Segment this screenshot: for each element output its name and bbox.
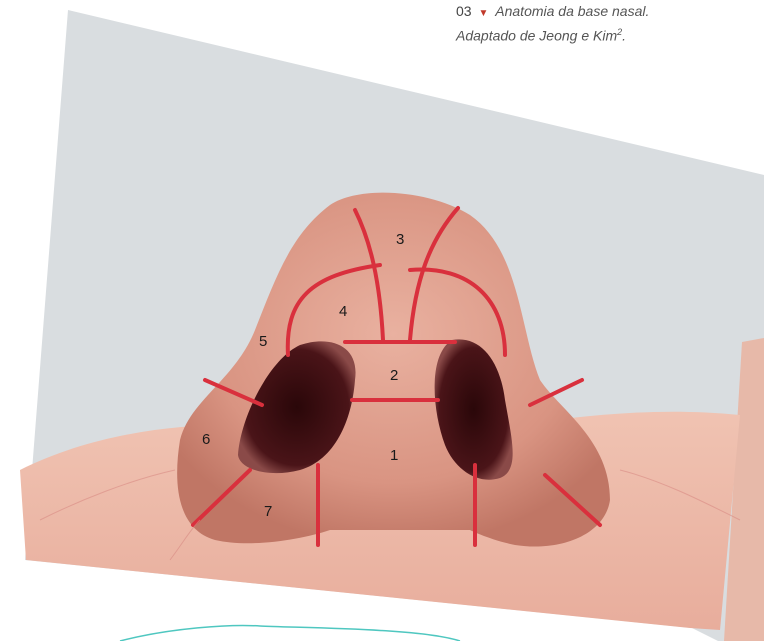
region-label-6: 6	[202, 431, 210, 448]
region-label-7: 7	[264, 503, 272, 520]
region-label-3: 3	[396, 231, 404, 248]
region-label-4: 4	[339, 303, 347, 320]
decorative-arc	[120, 626, 460, 641]
region-label-5: 5	[259, 333, 267, 350]
region-label-2: 2	[390, 367, 398, 384]
region-label-1: 1	[390, 447, 398, 464]
